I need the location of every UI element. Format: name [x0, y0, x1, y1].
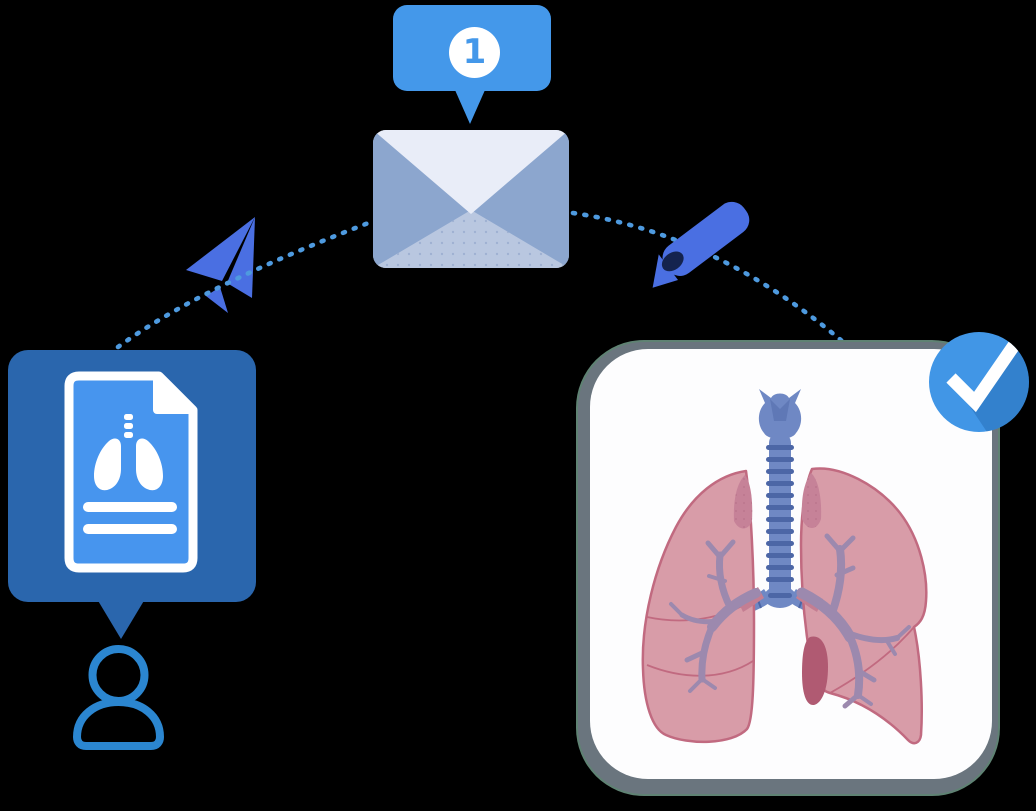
pencil-body — [662, 201, 750, 276]
check-badge — [929, 332, 1029, 432]
left-lung — [641, 469, 756, 744]
envelope-right-flap — [465, 130, 569, 268]
person-icon — [72, 645, 165, 750]
plane-fin — [206, 287, 228, 313]
document-text-line — [83, 502, 177, 512]
envelope-icon — [373, 130, 569, 268]
larynx-shade — [770, 399, 790, 421]
right-lung-apex-texture — [801, 473, 822, 528]
left-lung-body — [641, 469, 756, 744]
pencil-nib — [652, 254, 679, 288]
envelope-bottom-flap-texture — [373, 210, 569, 268]
document-lungs-glyph — [83, 414, 177, 534]
check-long-shadow — [951, 344, 1029, 432]
document-sheet — [64, 371, 198, 573]
larynx — [758, 389, 802, 439]
document-folded-corner — [153, 374, 193, 414]
envelope-top-flap — [373, 130, 569, 214]
trachea-rings — [766, 445, 794, 598]
report-bubble-tail — [97, 599, 145, 639]
cardiac-notch-shade — [802, 636, 828, 706]
lungs-illustration — [641, 389, 928, 745]
notification-count: 1 — [449, 27, 500, 78]
person-head — [88, 645, 149, 705]
person-body — [72, 697, 165, 750]
notification-badge-tail — [455, 90, 485, 124]
right-lung-fissure — [829, 626, 915, 694]
pencil-tip-hole — [661, 251, 684, 272]
pencil-icon — [652, 201, 750, 288]
left-lung-apex-texture — [733, 475, 753, 529]
envelope-left-flap — [373, 130, 477, 268]
paper-plane-icon — [186, 217, 255, 313]
report-document-icon — [64, 371, 198, 573]
result-card — [578, 342, 998, 794]
bronchi-left — [669, 539, 761, 693]
bronchi-right — [796, 533, 911, 709]
check-mark — [946, 340, 1021, 413]
document-text-line — [83, 524, 177, 534]
